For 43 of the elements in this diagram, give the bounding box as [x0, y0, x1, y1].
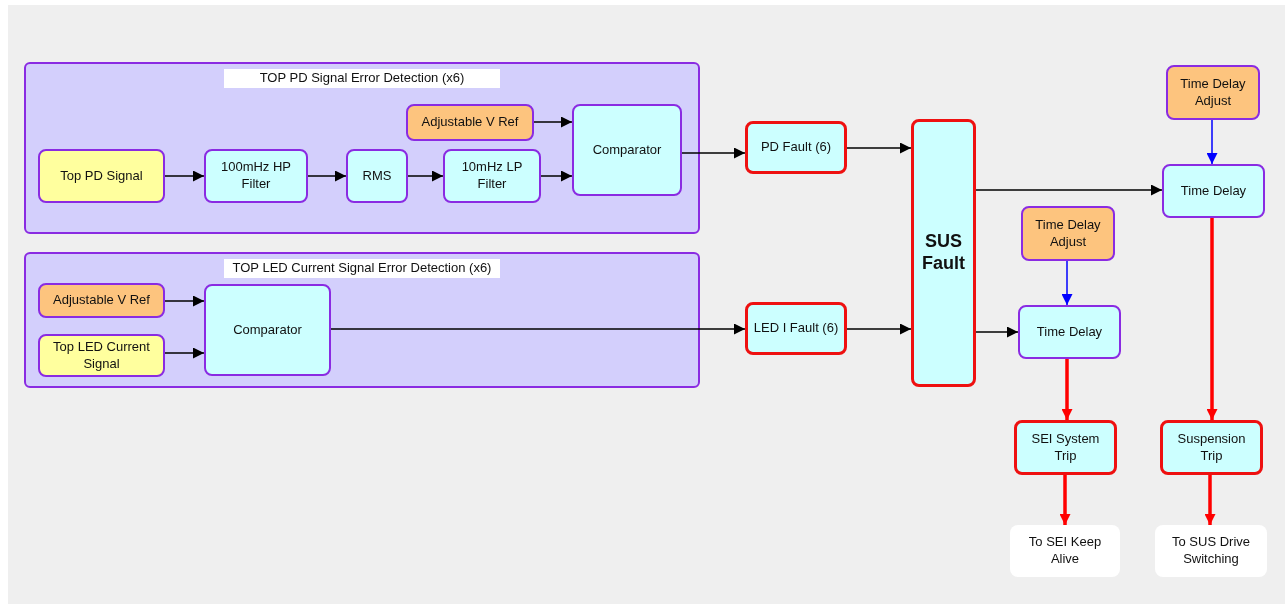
process-box: Top PD Signal: [38, 149, 165, 203]
arrow: [533, 116, 573, 128]
process-box: Time Delay: [1018, 305, 1121, 359]
arrow: [846, 142, 912, 154]
arrow: [307, 170, 347, 182]
arrow: [975, 184, 1163, 196]
arrow: [975, 326, 1019, 338]
arrow: [1206, 119, 1218, 165]
fault-box: Suspension Trip: [1160, 420, 1263, 475]
arrow: [1059, 475, 1071, 525]
arrow: [1061, 260, 1073, 306]
arrow: [846, 323, 912, 335]
output-label: To SEI Keep Alive: [1010, 525, 1120, 577]
arrow: [1204, 475, 1216, 525]
detection-group-panel: [24, 62, 700, 234]
detection-group-panel: [24, 252, 700, 388]
group-heading: TOP PD Signal Error Detection (x6): [224, 69, 500, 88]
arrow: [681, 147, 746, 159]
arrow: [540, 170, 573, 182]
output-label: To SUS Drive Switching: [1155, 525, 1267, 577]
fault-box: SEI System Trip: [1014, 420, 1117, 475]
process-box: Comparator: [572, 104, 682, 196]
fault-box: PD Fault (6): [745, 121, 847, 174]
arrow: [1206, 218, 1218, 420]
process-box: Top LED Current Signal: [38, 334, 165, 377]
arrow: [407, 170, 444, 182]
process-box: Time Delay: [1162, 164, 1265, 218]
process-box: Time Delay Adjust: [1166, 65, 1260, 120]
process-box: Comparator: [204, 284, 331, 376]
process-box: 100mHz HP Filter: [204, 149, 308, 203]
process-box: RMS: [346, 149, 408, 203]
arrow: [164, 295, 205, 307]
process-box: Adjustable V Ref: [38, 283, 165, 318]
process-box: Adjustable V Ref: [406, 104, 534, 141]
arrow: [330, 323, 746, 335]
fault-box: SUS Fault: [911, 119, 976, 387]
fault-box: LED I Fault (6): [745, 302, 847, 355]
arrow: [164, 170, 205, 182]
process-box: 10mHz LP Filter: [443, 149, 541, 203]
arrow: [164, 347, 205, 359]
process-box: Time Delay Adjust: [1021, 206, 1115, 261]
arrow: [1061, 359, 1073, 420]
group-heading: TOP LED Current Signal Error Detection (x6): [224, 259, 500, 278]
